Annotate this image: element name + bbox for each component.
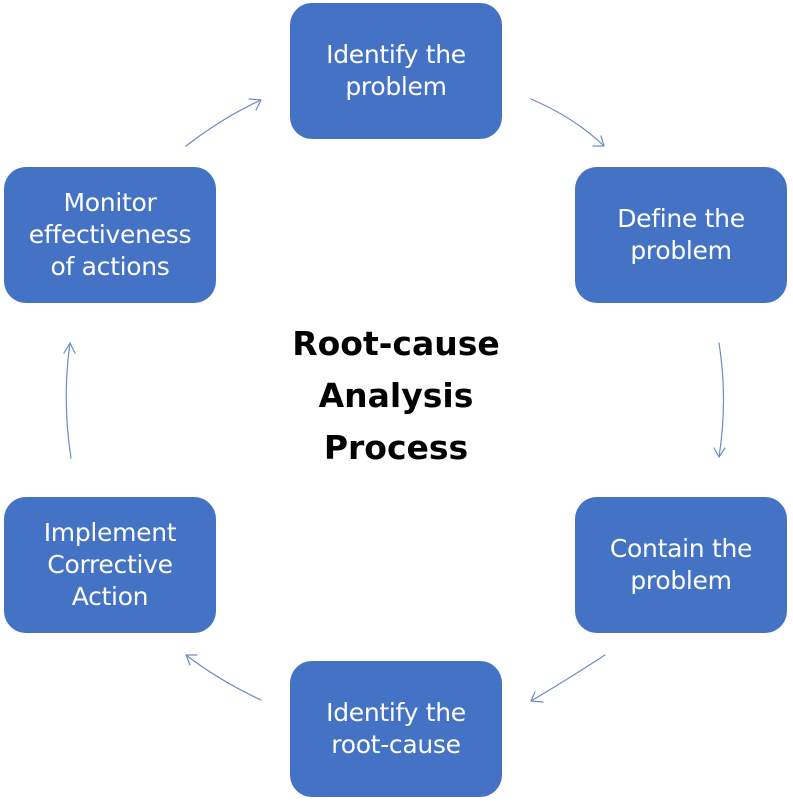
step-implement-corrective-action: Implement Corrective Action [4, 497, 216, 633]
connector-arrow-4-to-5 [185, 654, 262, 701]
step-label: Monitor effectiveness of actions [28, 188, 192, 281]
step-contain-the-problem: Contain the problem [575, 497, 787, 633]
step-label: Define the problem [617, 204, 745, 265]
step-monitor-effectiveness: Monitor effectiveness of actions [4, 167, 216, 303]
step-identify-the-problem: Identify the problem [290, 3, 502, 139]
step-label: Implement Corrective Action [43, 518, 177, 611]
step-identify-the-root-cause: Identify the root-cause [290, 661, 502, 797]
connector-arrow-3-to-4 [530, 654, 606, 703]
step-label: Identify the problem [326, 40, 466, 101]
connector-arrow-6-to-1 [185, 98, 262, 147]
diagram-title: Root-cause Analysis Process [292, 324, 500, 467]
connector-arrow-2-to-3 [713, 342, 726, 458]
connector-arrow-5-to-6 [63, 342, 76, 459]
step-label: Identify the root-cause [326, 698, 466, 759]
step-define-the-problem: Define the problem [575, 167, 787, 303]
step-label: Contain the problem [609, 534, 753, 595]
connector-arrow-1-to-2 [530, 98, 605, 147]
